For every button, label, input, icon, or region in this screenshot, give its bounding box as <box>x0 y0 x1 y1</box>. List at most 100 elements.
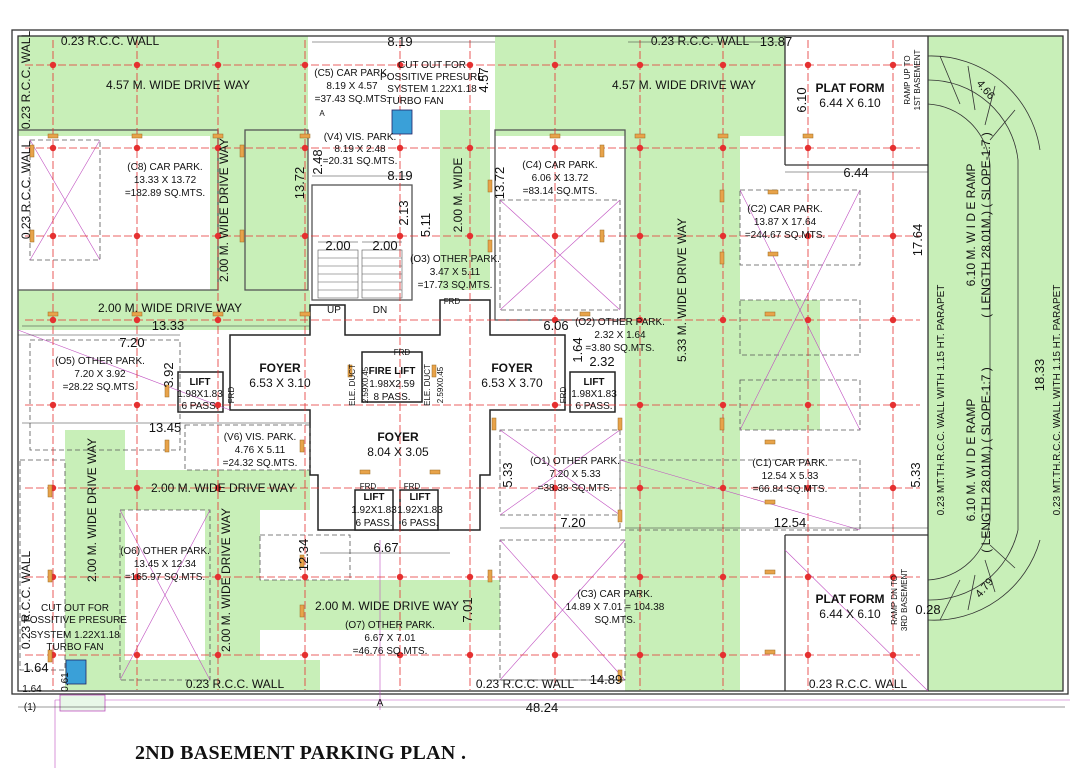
ramp-right-1a: 6.10 M. W I D E RAMP <box>964 164 978 287</box>
c2-area: =244.67 SQ.MTS. <box>745 230 825 241</box>
grid-dot <box>889 651 897 659</box>
grid-dot <box>133 484 141 492</box>
dim-644: 6.44 <box>843 165 868 180</box>
grid-dot <box>214 232 222 240</box>
grid-dot <box>719 401 727 409</box>
ramp-up-1: RAMP UP TO <box>903 55 912 104</box>
grid-dot <box>889 144 897 152</box>
o7-area: =46.76 SQ.MTS. <box>353 646 428 657</box>
dim-1254: 12.54 <box>774 515 807 530</box>
core <box>177 299 616 531</box>
dim-701: 7.01 <box>460 597 475 622</box>
cutout-top-3: SYSTEM 1.22X1.18 <box>387 84 477 95</box>
dim-232: 2.32 <box>589 354 614 369</box>
foyer-left-size: 6.53 X 3.10 <box>249 376 311 390</box>
fire-lift-pass: 8 PASS. <box>373 392 410 403</box>
dim-248: 2.48 <box>310 149 325 174</box>
foyer-center-size: 8.04 X 3.05 <box>367 445 429 459</box>
o2-area: =3.80 SQ.MTS. <box>585 343 654 354</box>
grid-dot <box>551 573 559 581</box>
grid-dot <box>636 484 644 492</box>
foyer-center-title: FOYER <box>377 430 419 444</box>
dimension-lines <box>18 41 1065 708</box>
wall-top-right: 0.23 R.C.C. WALL <box>651 34 750 48</box>
c8-area: =182.89 SQ.MTS. <box>125 188 205 199</box>
v4-area: =20.31 SQ.MTS. <box>323 156 398 167</box>
c5-title: (C5) CAR PARK. <box>314 68 389 79</box>
stair-dn: DN <box>373 305 387 316</box>
c8-title: (C8) CAR PARK. <box>127 162 202 173</box>
o5-area: =28.22 SQ.MTS. <box>63 382 138 393</box>
o1-area: =38.38 SQ.MTS. <box>538 483 613 494</box>
dim-819-top: 8.19 <box>387 34 412 49</box>
grid-dot <box>396 61 404 69</box>
wall-bottom-left: 0.23 R.C.C. WALL <box>186 677 285 691</box>
dim-200-a: 2.00 <box>325 238 350 253</box>
wall-left-bot: 0.23 R.C.C. WALL <box>19 551 33 650</box>
plan-title: 2ND BASEMENT PARKING PLAN . <box>135 742 467 764</box>
c4-area: =83.14 SQ.MTS. <box>523 186 598 197</box>
cutout-bot-2: POSSITIVE PRESURE <box>23 615 127 626</box>
frd-3: FRD <box>227 387 236 404</box>
grid-dot <box>636 232 644 240</box>
dim-061: 0.61 <box>60 672 71 692</box>
ele-duct-1b: 2.59X0.45 <box>361 366 370 403</box>
ramp-arcs <box>927 55 1041 621</box>
grid-dot <box>49 61 57 69</box>
cutout-bot-4: TURBO FAN <box>46 642 103 653</box>
grid-dot <box>396 573 404 581</box>
grid-dot <box>551 144 559 152</box>
ele-duct-2a: ELE. DUCT <box>423 364 432 406</box>
grid-dot <box>466 144 474 152</box>
wall-left-top: 0.23 R.C.C. WALL <box>19 31 33 130</box>
driveway-right-vert: 5.33 M. WIDE DRIVE WAY <box>675 218 689 362</box>
grid-dot <box>466 232 474 240</box>
c1-area: =66.84 SQ.MTS. <box>753 484 828 495</box>
c4-size: 6.06 X 13.72 <box>532 173 589 184</box>
dim-819-mid: 8.19 <box>387 168 412 183</box>
dim-1372-left: 13.72 <box>292 167 307 200</box>
grid-dot <box>214 316 222 324</box>
ramp-right-1b: ( LENGTH 28.01M.) ( SLOPE-1:7 ) <box>979 132 993 317</box>
driveway-bot-horiz: 2.00 M. WIDE DRIVE WAY <box>315 599 459 613</box>
dim-1234: 12.34 <box>296 539 311 572</box>
o5-title: (O5) OTHER PARK. <box>55 356 145 367</box>
frd-2: FRD <box>394 348 411 357</box>
dim-164-a: 1.64 <box>570 337 585 362</box>
ramp-up-2: 1ST BASEMENT <box>913 50 922 111</box>
grid-dot <box>133 651 141 659</box>
grid-dot <box>719 573 727 581</box>
foyer-right-size: 6.53 X 3.70 <box>481 376 543 390</box>
dim-610: 6.10 <box>794 87 809 112</box>
grid-dot <box>551 316 559 324</box>
grid-dot <box>133 144 141 152</box>
frd-4: FRD <box>559 387 568 404</box>
dim-1833: 18.33 <box>1032 359 1047 392</box>
driveway-mid-horiz: 2.00 M. WIDE DRIVE WAY <box>98 301 242 315</box>
grid-dot <box>551 401 559 409</box>
platform-bot-title: PLAT FORM <box>815 592 884 606</box>
c5-size: 8.19 X 4.57 <box>326 81 378 92</box>
dim-720-top: 7.20 <box>119 335 144 350</box>
o7-size: 6.67 X 7.01 <box>364 633 416 644</box>
c1-title: (C1) CAR PARK. <box>752 458 827 469</box>
ele-duct-1a: ELE. DUCT <box>348 364 357 406</box>
frd-1: FRD <box>444 297 461 306</box>
ramp-dn-1: RAMP DN TO <box>890 575 899 625</box>
o6-area: =165.97 SQ.MTS. <box>125 572 205 583</box>
grid-dot <box>804 316 812 324</box>
grid-dot <box>214 144 222 152</box>
lift-bot-1-size: 1.92X1.83 <box>351 505 397 516</box>
dim-511: 5.11 <box>418 213 433 237</box>
dim-1387: 13.87 <box>760 34 793 49</box>
grid-dot <box>214 484 222 492</box>
staircase <box>317 249 403 299</box>
grid-dot <box>301 232 309 240</box>
section-a-bot: A <box>377 698 384 709</box>
lift-right-title: LIFT <box>583 377 604 388</box>
o1-title: (O1) OTHER PARK. <box>530 456 620 467</box>
grid-dot <box>466 61 474 69</box>
driveway-bot-left-vert: 2.00 M. WIDE DRIVE WAY <box>85 438 99 582</box>
dim-1333: 13.33 <box>152 318 185 333</box>
dim-164-b: 1.64 <box>23 660 48 675</box>
